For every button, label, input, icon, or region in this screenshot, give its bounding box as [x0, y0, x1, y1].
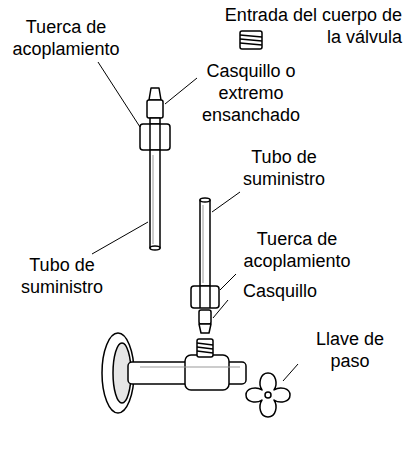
tube-shading — [203, 205, 204, 283]
valve-handle — [246, 373, 290, 417]
thread-line — [240, 43, 262, 45]
lower-tube-assembly — [191, 198, 219, 333]
thread-line — [197, 343, 213, 345]
valve-outlet — [197, 339, 213, 357]
tube-segment — [150, 118, 160, 124]
leader-line — [283, 364, 298, 381]
part-label: Casquillo — [228, 280, 332, 302]
leader-line — [92, 222, 148, 254]
coupling-nut — [140, 124, 170, 150]
flared-end — [149, 88, 161, 100]
thread-line — [240, 39, 262, 41]
tube-end — [150, 246, 160, 250]
ferrule — [199, 310, 211, 324]
ferrule — [147, 100, 163, 118]
part-label: Llave de paso — [298, 328, 402, 372]
body-shading — [140, 367, 240, 368]
handle-screw — [265, 392, 271, 398]
leader-line — [165, 78, 197, 104]
part-label: Tubo de suministro — [4, 254, 120, 298]
tube-end — [200, 198, 210, 202]
supply-tube — [200, 200, 210, 286]
part-label: Tuerca de acoplamiento — [4, 16, 128, 60]
thread-line — [197, 347, 213, 349]
leader-line — [98, 62, 140, 127]
thread-line — [197, 351, 213, 353]
leader-line — [212, 192, 240, 212]
part-label: Tubo de suministro — [226, 146, 342, 190]
tube-shading — [153, 155, 154, 244]
supply-tube — [150, 150, 160, 248]
thread-line — [240, 35, 262, 37]
inlet-body — [240, 31, 262, 49]
part-label: Tuerca de acoplamiento — [226, 228, 368, 272]
coupling-nut — [191, 286, 219, 308]
valve-housing — [185, 355, 229, 390]
nut-facet — [209, 286, 211, 308]
part-label: Casquillo o extremo ensanchado — [194, 60, 308, 126]
leader-line — [213, 300, 228, 318]
part-label: Entrada del cuerpo de la válvula — [222, 4, 402, 48]
valve-inlet — [240, 31, 262, 49]
ferrule-cone — [199, 324, 211, 333]
shutoff-valve — [102, 333, 290, 417]
nut-facet — [149, 124, 151, 150]
nut-facet — [199, 286, 201, 308]
nut-facet — [159, 124, 161, 150]
upper-tube-assembly — [140, 88, 170, 250]
leader-line — [220, 274, 236, 290]
